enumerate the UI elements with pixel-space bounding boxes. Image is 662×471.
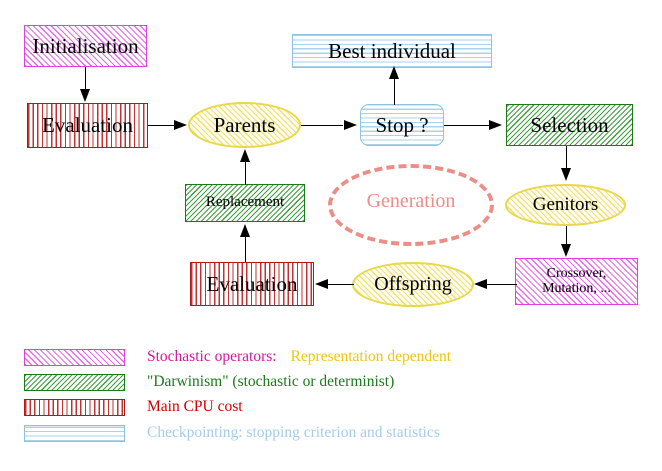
connector-offspring-to-evaluation [328, 284, 354, 286]
legend-row-checkpointing: Checkpointing: stopping criterion and st… [24, 423, 440, 443]
connector-stop-to-best-individual [394, 70, 396, 105]
node-replacement[interactable]: Replacement [185, 184, 305, 222]
legend-label-darwinism: "Darwinism" (stochastic or determinist) [147, 373, 394, 391]
node-offspring[interactable]: Offspring [352, 262, 474, 307]
node-parents[interactable]: Parents [188, 102, 301, 148]
legend-row-stochastic-operators: Stochastic operators: Representation depe… [24, 347, 451, 367]
connector-evaluation-to-parents [148, 125, 176, 127]
arrowhead-genitors-to-crossover [561, 244, 571, 257]
legend-swatch-green-diagonal-hatch [24, 373, 125, 391]
node-evaluation-top[interactable]: Evaluation [27, 103, 148, 148]
node-evaluation-bottom[interactable]: Evaluation [190, 262, 314, 306]
node-best-individual[interactable]: Best individual [292, 34, 492, 68]
connector-crossover-to-offspring [487, 284, 517, 286]
arrowhead-replacement-to-parents [240, 149, 250, 162]
legend-swatch-blue-horizontal-lines [24, 424, 125, 442]
legend-text-primary: Checkpointing: stopping criterion and st… [147, 424, 440, 441]
legend-text-primary: Main CPU cost [147, 398, 243, 415]
legend-text-primary: "Darwinism" (stochastic or determinist) [147, 373, 395, 390]
legend-text-primary: Stochastic operators: [147, 348, 277, 365]
legend-swatch-magenta-diagonal-hatch [24, 348, 125, 366]
legend-label-stochastic-operators: Stochastic operators: Representation depe… [147, 348, 451, 366]
legend-label-main-cpu-cost: Main CPU cost [147, 398, 243, 416]
arrowhead-evaluation-to-replacement [240, 224, 250, 237]
connector-genitors-to-crossover [566, 226, 568, 246]
connector-selection-to-genitors [566, 146, 568, 170]
arrowhead-crossover-to-offspring [474, 279, 487, 289]
node-initialisation[interactable]: Initialisation [24, 25, 147, 67]
legend-label-checkpointing: Checkpointing: stopping criterion and st… [147, 424, 440, 442]
arrowhead-parents-to-stop [344, 120, 357, 130]
generation-cycle-ellipse [328, 164, 494, 246]
connector-evaluation-to-replacement [245, 236, 247, 262]
arrowhead-evaluation-to-parents [174, 120, 187, 130]
arrowhead-initialisation-to-evaluation [80, 89, 90, 102]
arrowhead-selection-to-genitors [561, 168, 571, 181]
connector-parents-to-stop [301, 125, 343, 127]
node-selection[interactable]: Selection [506, 104, 633, 146]
arrowhead-stop-to-selection [489, 120, 502, 130]
legend-row-darwinism: "Darwinism" (stochastic or determinist) [24, 372, 394, 392]
connector-stop-to-selection [444, 125, 489, 127]
node-genitors[interactable]: Genitors [505, 184, 626, 226]
connector-initialisation-to-evaluation [85, 67, 87, 91]
node-stop-condition[interactable]: Stop ? [360, 104, 444, 146]
legend-row-main-cpu-cost: Main CPU cost [24, 397, 243, 417]
generation-cycle-label: Generation [366, 190, 456, 212]
arrowhead-offspring-to-evaluation [315, 279, 328, 289]
connector-replacement-to-parents [245, 161, 247, 185]
legend-swatch-red-vertical-lines [24, 398, 125, 416]
node-crossover-mutation[interactable]: Crossover, Mutation, ... [515, 258, 638, 305]
arrowhead-stop-to-best-individual [389, 66, 399, 79]
legend-text-secondary: Representation dependent [290, 348, 452, 365]
